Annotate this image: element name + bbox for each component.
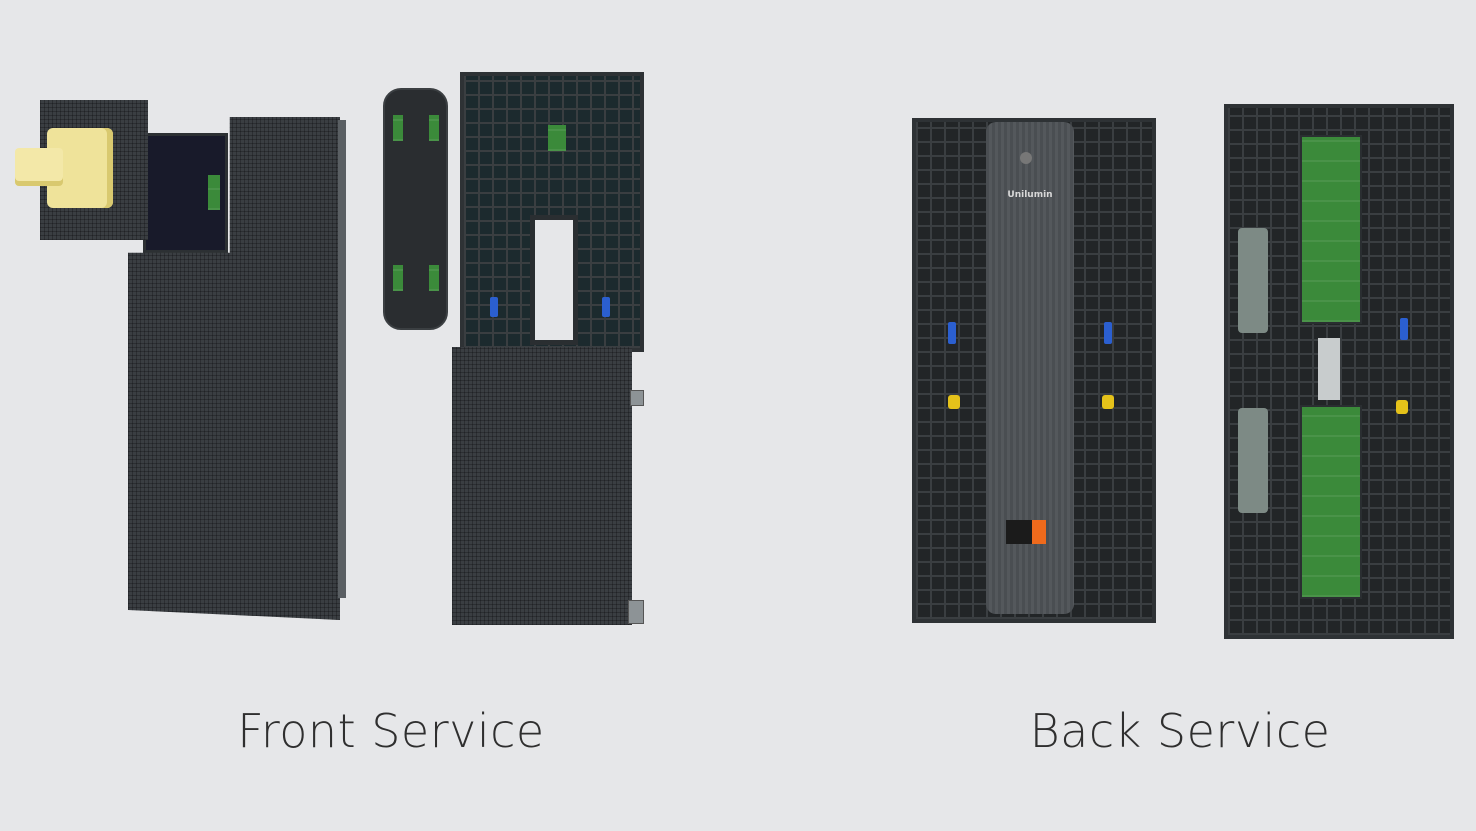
pcb-board [208,175,220,210]
power-supply [1238,228,1268,333]
power-spine: Unilumin [986,122,1074,614]
corner-bracket [630,390,644,406]
front-service-label: Front Service [237,704,545,758]
connector [1104,322,1112,344]
corner-bracket [628,600,644,624]
signal-connector [1396,400,1408,414]
front-led-panel-lower [452,347,632,625]
hub-card [1318,338,1340,400]
back-service-label: Back Service [1029,704,1331,758]
pcb-board [1300,135,1362,324]
signal-connector [1102,395,1114,409]
cabinet-window [530,215,578,345]
power-module [383,88,448,330]
connector [490,297,498,317]
power-supply [1238,408,1268,513]
signal-connector [948,395,960,409]
pcb-board [1300,405,1362,599]
warning-label [1032,520,1046,544]
connector [948,322,956,344]
magnetic-handle-tool [15,128,113,208]
pcb-board [548,125,566,151]
panel-edge [338,120,346,598]
connector [1400,318,1408,340]
spec-label [1006,520,1032,544]
connector [602,297,610,317]
brand-logo: Unilumin [1007,190,1053,200]
